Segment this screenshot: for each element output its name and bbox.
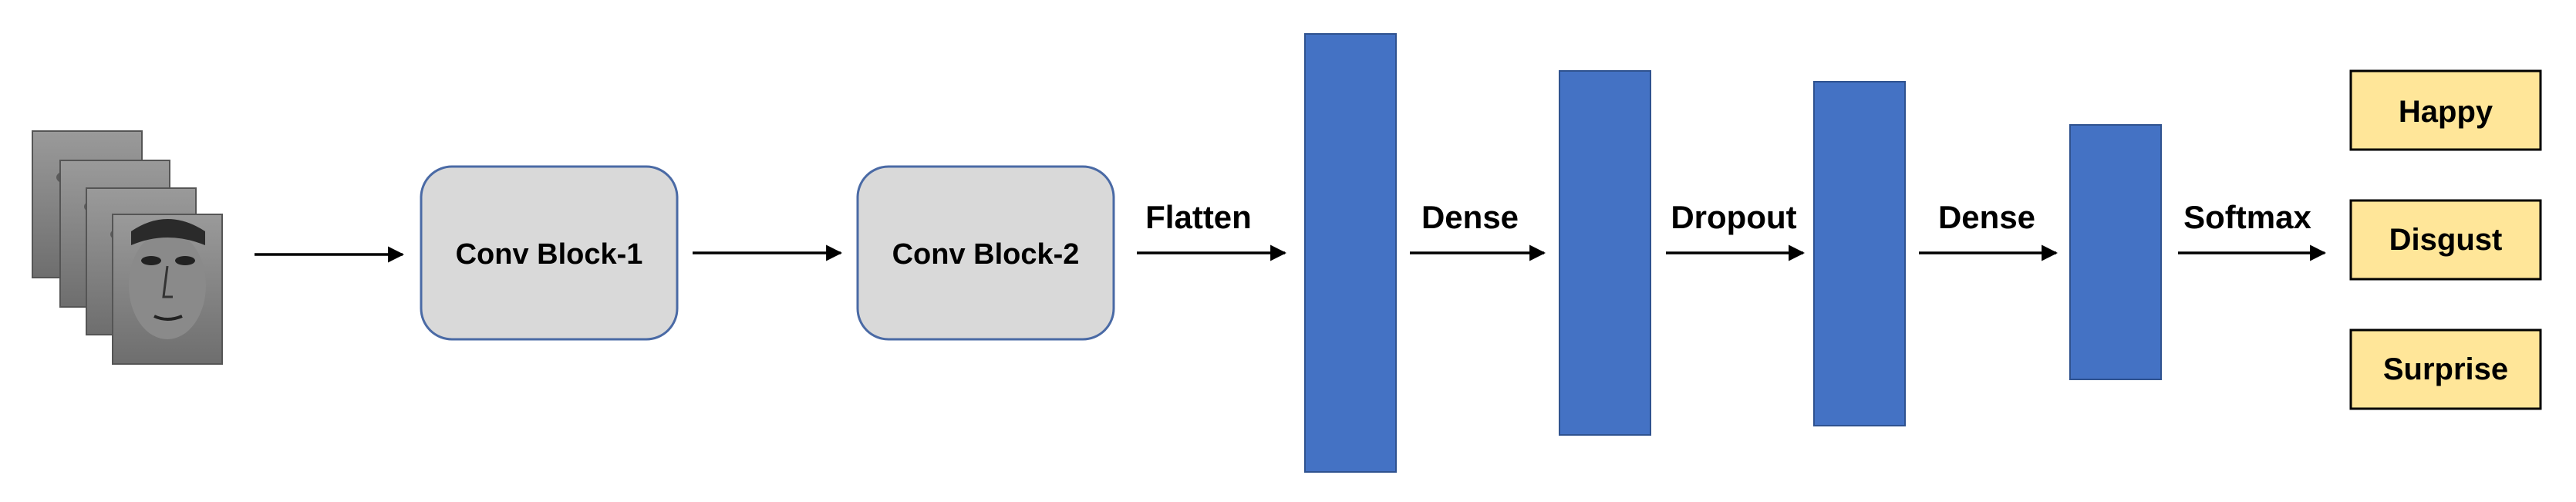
output-disgust: Disgust (2349, 199, 2542, 281)
output-happy-box (2349, 69, 2542, 151)
face-image-stack-icon (32, 130, 223, 365)
output-happy: Happy (2349, 69, 2542, 151)
output-surprise: Surprise (2349, 328, 2542, 410)
flatten-label: Flatten (1145, 199, 1252, 235)
dropout-label: Dropout (1671, 199, 1796, 235)
output-happy-label: Happy (2399, 95, 2493, 129)
conv-block-1-label: Conv Block-1 (456, 238, 643, 271)
dense-2-label: Dense (1938, 199, 2035, 235)
conv-block-2-shape (856, 165, 1115, 341)
dense-1-label: Dense (1421, 199, 1519, 235)
face-frame (112, 214, 223, 365)
softmax-label: Softmax (2183, 199, 2311, 235)
conv-block-2-label: Conv Block-2 (892, 238, 1080, 271)
output-disgust-label: Disgust (2389, 223, 2503, 257)
conv-block-1: Conv Block-1 (420, 165, 679, 341)
flatten-layer-bar (1304, 33, 1397, 473)
output-surprise-label: Surprise (2383, 352, 2508, 386)
output-surprise-box (2349, 328, 2542, 410)
conv-block-1-shape (420, 165, 679, 341)
output-disgust-box (2349, 199, 2542, 281)
dropout-layer-bar (1813, 81, 1906, 426)
dense-2-layer-bar (2069, 124, 2162, 380)
conv-block-2: Conv Block-2 (856, 165, 1115, 341)
dense-1-layer-bar (1559, 70, 1651, 436)
